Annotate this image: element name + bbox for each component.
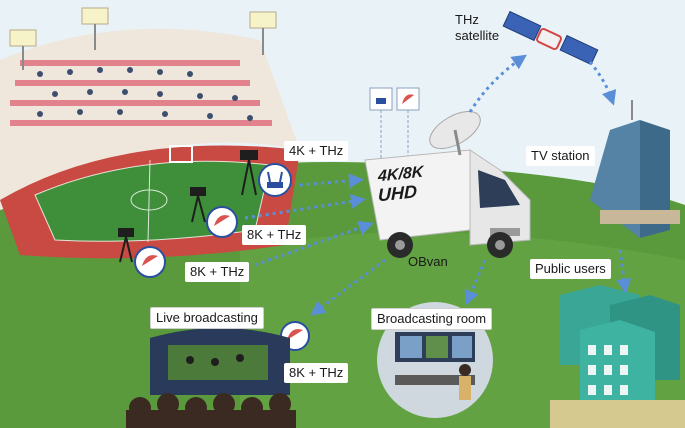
arrow-van-to-room — [464, 259, 487, 306]
audience — [126, 393, 296, 428]
link-label-8k-b: 8K + THz — [185, 262, 250, 282]
satellite-icon — [502, 10, 599, 66]
arrow-van-to-satellite — [468, 54, 527, 113]
obvan-label: OBvan — [408, 254, 448, 269]
live-broadcasting-label: Live broadcasting — [150, 307, 264, 329]
link-label-4k: 4K + THz — [284, 141, 349, 161]
tv-station-building — [590, 100, 680, 238]
thz-antenna-icon — [134, 87, 420, 351]
satellite-label: THz satellite — [455, 12, 499, 44]
stadium-seats — [10, 60, 272, 126]
camera-icon — [118, 150, 258, 263]
goal — [169, 145, 193, 163]
satellite-label-line1: THz — [455, 12, 479, 27]
satellite-dish-icon — [429, 110, 481, 156]
broadcasting-room-label: Broadcasting room — [371, 308, 493, 330]
apartment-buildings — [550, 285, 685, 428]
broadcasting-room-scene — [377, 302, 493, 418]
stadium — [0, 7, 300, 259]
link-label-8k-a: 8K + THz — [242, 225, 307, 245]
arrow-4k-to-van — [299, 173, 364, 189]
van-uhd-text: 4K/8K UHD — [378, 164, 423, 206]
tv-station-label: TV station — [526, 146, 595, 166]
ob-van — [364, 149, 531, 258]
public-users-label: Public users — [530, 259, 611, 279]
arrow-van-to-live — [310, 258, 386, 316]
satellite-label-line2: satellite — [455, 28, 500, 43]
wifi-router-icon — [258, 163, 292, 197]
spectators — [37, 67, 253, 121]
link-label-8k-c: 8K + THz — [284, 363, 349, 383]
link-arrows — [244, 54, 632, 316]
arrow-satellite-to-tv — [588, 61, 617, 106]
field-lines — [34, 159, 271, 243]
van-text-line2: UHD — [378, 181, 417, 206]
floodlights — [9, 7, 277, 70]
arrow-8k-b-to-van — [254, 220, 374, 267]
live-broadcasting-scene — [126, 328, 296, 428]
arrow-8k-a-to-van — [244, 193, 366, 220]
